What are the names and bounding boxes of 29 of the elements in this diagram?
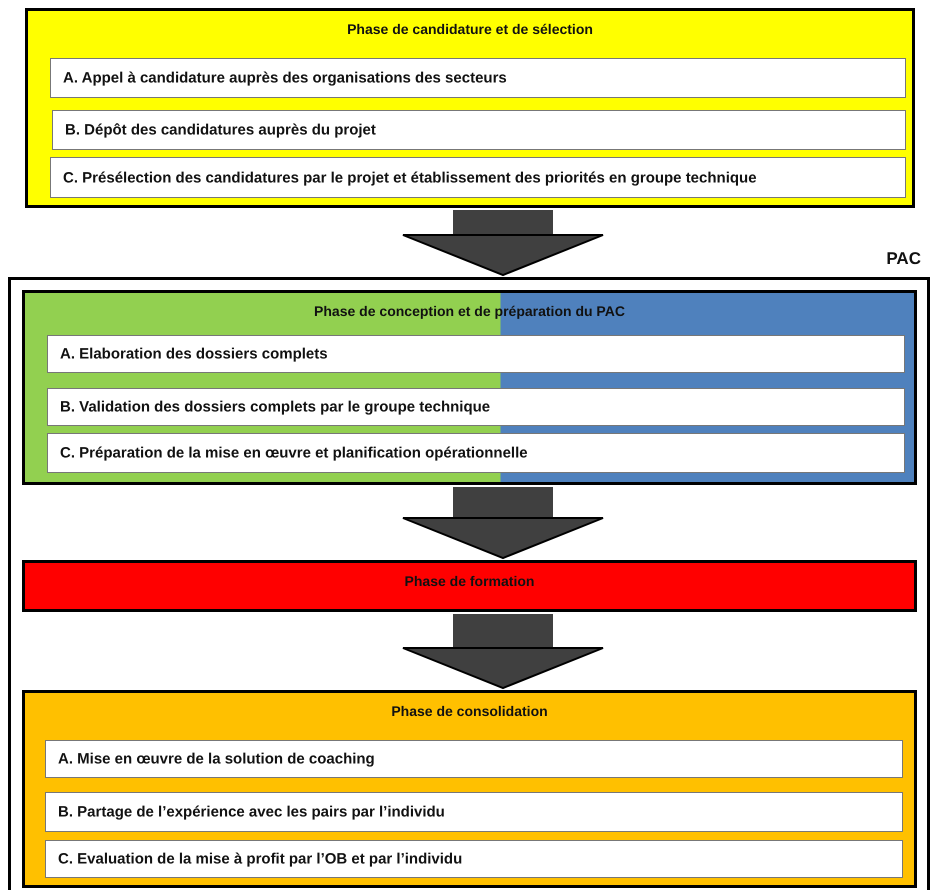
step-box: [45, 740, 903, 778]
step-box: [47, 335, 905, 373]
phase-heading: Phase de candidature et de sélection: [346, 21, 594, 37]
phase-box: [25, 8, 915, 208]
step-text: C. Préparation de la mise en œuvre et planification opérationnelle: [60, 444, 528, 462]
phase-box: [22, 560, 917, 612]
phase-heading: Phase de consolidation: [390, 703, 549, 719]
step-text: B. Partage de l’expérience avec les pairs par l’individu: [58, 804, 445, 820]
step-text: C. Evaluation de la mise à profit par l’OB et par l’individu: [58, 850, 462, 868]
phase-heading: Phase de formation: [404, 573, 536, 589]
step-box: [52, 110, 906, 150]
block-arrow: [402, 614, 604, 689]
phase-box: [22, 690, 917, 888]
step-text: A. Appel à candidature auprès des organisations des secteurs: [63, 70, 507, 86]
block-arrow: [402, 487, 604, 559]
step-box: [47, 433, 905, 473]
step-text: B. Dépôt des candidatures auprès du projet: [65, 122, 376, 138]
phase-box: [22, 290, 917, 485]
block-arrow: [402, 210, 604, 276]
step-text: A. Mise en œuvre de la solution de coaching: [58, 750, 375, 768]
step-box: [50, 58, 906, 98]
step-box: [47, 388, 905, 426]
step-text: C. Présélection des candidatures par le projet et établissement des priorités en groupe technique: [63, 169, 757, 186]
frame-heading: PAC: [886, 249, 921, 269]
step-box: [50, 157, 906, 198]
step-box: [45, 792, 903, 832]
step-text: A. Elaboration des dossiers complets: [60, 346, 328, 362]
step-text: B. Validation des dossiers complets par le groupe technique: [60, 398, 490, 416]
step-box: [45, 840, 903, 878]
